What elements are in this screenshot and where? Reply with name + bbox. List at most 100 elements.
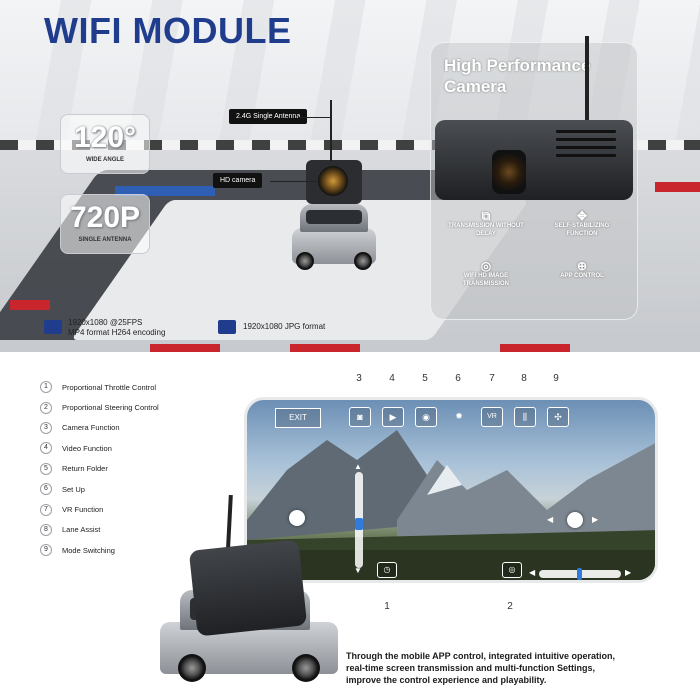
feature-label: SELF-STABILIZING FUNCTION xyxy=(554,223,610,237)
legend-number: 7 xyxy=(40,503,52,516)
legend-label: Set Up xyxy=(62,484,85,494)
title-line: Camera xyxy=(444,77,507,96)
callout-number: 8 xyxy=(521,373,527,384)
mountain xyxy=(397,443,655,540)
high-performance-title: High Performance Camera xyxy=(444,55,590,97)
callout-number: 5 xyxy=(422,373,428,384)
legend-label: Proportional Steering Control xyxy=(62,403,159,413)
track-curb xyxy=(290,344,360,352)
exit-button[interactable]: EXIT xyxy=(275,408,321,428)
callout-number: 6 xyxy=(455,373,461,384)
legend-number: 9 xyxy=(40,544,52,557)
legend-number: 6 xyxy=(40,483,52,496)
callout-number: 4 xyxy=(389,373,395,384)
vr-icon[interactable]: VR xyxy=(481,407,503,427)
callout-number: 2 xyxy=(507,601,513,612)
steering-slider-thumb[interactable] xyxy=(577,568,582,580)
legend-item: 9 Mode Switching xyxy=(40,540,159,560)
right-joystick[interactable] xyxy=(567,512,583,528)
page-title: WIFI MODULE xyxy=(44,10,292,51)
car-wheel xyxy=(296,252,314,270)
spec-label: WIDE ANGLE xyxy=(85,157,125,163)
photo-format: 1920x1080 JPG format xyxy=(243,322,326,331)
video-format-line: MP4 format H264 encoding xyxy=(68,328,166,337)
feature-label: WIFI HD IMAGE TRANSMISSION xyxy=(462,273,509,287)
legend-number: 2 xyxy=(40,401,52,414)
video-icon[interactable]: ▶ xyxy=(382,407,404,427)
track-curb xyxy=(115,186,215,196)
gamepad-icon: ⊕ xyxy=(576,259,588,273)
callout-number: 7 xyxy=(489,373,495,384)
description-line: Through the mobile APP control, integrat… xyxy=(346,651,616,661)
video-camera-icon xyxy=(44,320,62,334)
camera-vent xyxy=(556,154,616,157)
spec-value: 120° xyxy=(73,121,137,154)
lane-assist-icon[interactable]: ⫼ xyxy=(514,407,536,427)
legend-label: Camera Function xyxy=(62,423,120,433)
throttle-slider-thumb[interactable] xyxy=(355,518,363,530)
track-curb xyxy=(500,344,570,352)
legend-label: Return Folder xyxy=(62,464,108,474)
spec-card-angle: 120° WIDE ANGLE xyxy=(60,114,150,174)
legend-label: Proportional Throttle Control xyxy=(62,382,157,392)
throttle-trim-icon[interactable]: ◷ xyxy=(377,562,397,578)
arrow-left-icon: ◀ xyxy=(547,515,554,524)
video-format: 1920x1080 @25FPS MP4 format H264 encodin… xyxy=(68,318,165,338)
photo-camera-icon xyxy=(218,320,236,334)
car-window xyxy=(306,210,362,224)
fpv-camera-body xyxy=(188,539,308,637)
feature-app-control: ⊕ APP CONTROL xyxy=(542,259,622,280)
camera-vent xyxy=(556,138,616,141)
folder-icon[interactable]: ◉ xyxy=(415,407,437,427)
track-curb xyxy=(655,182,700,192)
legend-label: VR Function xyxy=(62,505,104,515)
left-joystick[interactable] xyxy=(289,510,305,526)
callout-leader-line xyxy=(298,117,330,118)
callout-number: 1 xyxy=(384,601,390,612)
feature-label: TRANSMISSION WITHOUT DELAY xyxy=(448,223,524,237)
phone-app-screen: EXIT ◙ ▶ ◉ ✹ VR ⫼ ✣ ▲ ▼ ◀ ▶ ◷ ◎ ◀ ▶ xyxy=(244,397,658,583)
legend-item: 6 Set Up xyxy=(40,479,159,499)
legend-label: Mode Switching xyxy=(62,545,115,555)
video-format-line: 1920x1080 @25FPS xyxy=(68,318,143,327)
antenna xyxy=(330,100,332,162)
legend-item: 7 VR Function xyxy=(40,499,159,519)
antenna-callout: 2.4G Single Antenna xyxy=(229,109,308,124)
arrow-right-icon: ▶ xyxy=(625,568,632,577)
car-wheel xyxy=(178,654,206,682)
feature-stabilizing: ✥ SELF-STABILIZING FUNCTION xyxy=(542,209,622,238)
feature-label: APP CONTROL xyxy=(560,273,604,279)
track-curb xyxy=(150,344,220,352)
settings-icon[interactable]: ✹ xyxy=(455,411,463,421)
camera-vent xyxy=(556,130,616,133)
hd-image-icon: ◎ xyxy=(480,259,492,273)
callout-number: 3 xyxy=(356,373,362,384)
spec-value: 720P xyxy=(69,201,141,234)
stabilizing-icon: ✥ xyxy=(576,209,588,223)
track-curb xyxy=(10,300,50,310)
spec-label: SINGLE ANTENNA xyxy=(78,237,132,243)
callout-leader-line xyxy=(270,181,318,182)
legend-item: 2 Proportional Steering Control xyxy=(40,397,159,417)
legend-number: 8 xyxy=(40,523,52,536)
spec-card-resolution: 720P SINGLE ANTENNA xyxy=(60,194,150,254)
car-wheel xyxy=(354,252,372,270)
steering-trim-icon[interactable]: ◎ xyxy=(502,562,522,578)
camera-vent xyxy=(556,146,616,149)
mode-switch-icon[interactable]: ✣ xyxy=(547,407,569,427)
product-description: Through the mobile APP control, integrat… xyxy=(346,650,676,686)
snow-cap xyxy=(427,465,462,495)
legend-number: 3 xyxy=(40,421,52,434)
camera-icon[interactable]: ◙ xyxy=(349,407,371,427)
callout-number: 9 xyxy=(553,373,559,384)
legend-item: 3 Camera Function xyxy=(40,418,159,438)
arrow-up-icon: ▲ xyxy=(354,462,362,471)
antenna xyxy=(585,36,589,128)
description-line: improve the control experience and playa… xyxy=(346,675,547,685)
car-wheel xyxy=(292,654,320,682)
arrow-right-icon: ▶ xyxy=(592,515,599,524)
